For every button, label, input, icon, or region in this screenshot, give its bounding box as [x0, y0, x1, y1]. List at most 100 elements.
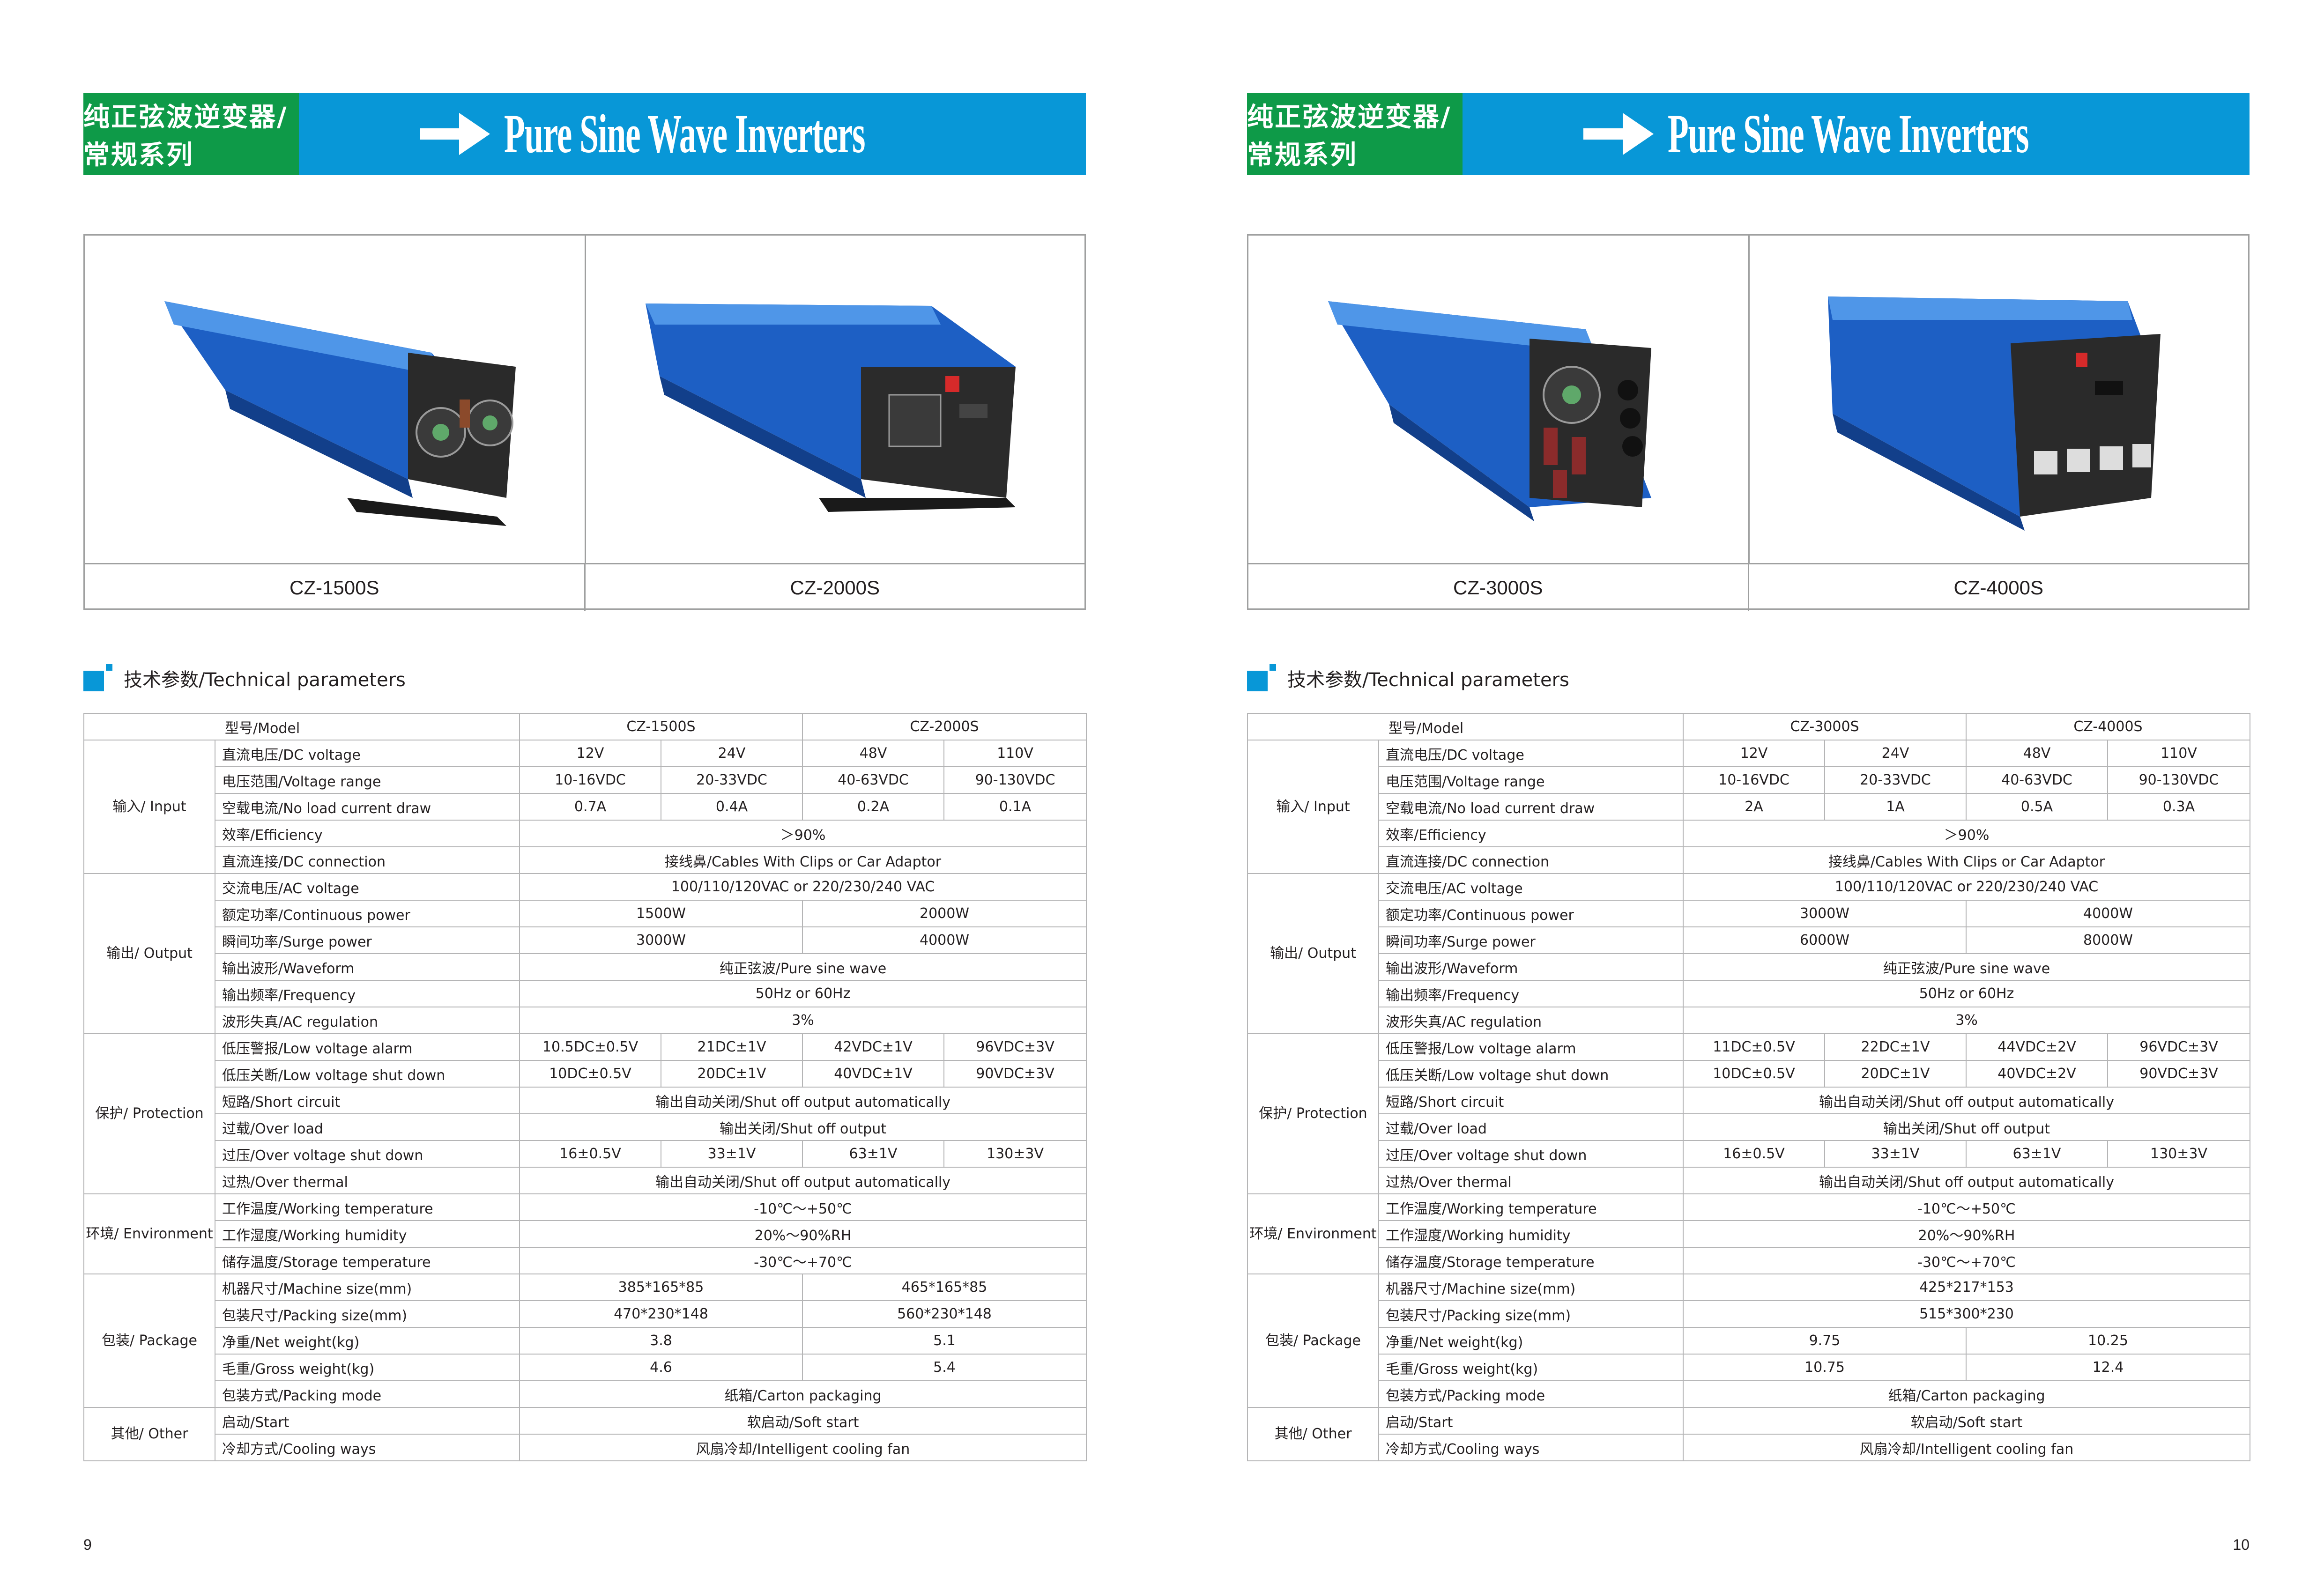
table-row: 输入/ Input 直流电压/DC voltage 12V 24V 48V 11… [1247, 740, 2250, 874]
cell: 100/110/120VAC or 220/230/240 VAC [519, 873, 1087, 901]
param-label: 毛重/Gross weight(kg) [215, 1354, 520, 1381]
param-label: 毛重/Gross weight(kg) [1378, 1354, 1684, 1381]
group-output: 输出/ Output [83, 873, 215, 1034]
param-label: 低压关断/Low voltage shut down [215, 1060, 520, 1088]
table-row: 短路/Short circuit 输出自动关闭/Shut off output … [84, 1087, 1087, 1114]
cell: 软启动/Soft start [1683, 1407, 2250, 1435]
cell: 0.3A [2107, 793, 2250, 821]
technical-parameters-table: 型号/Model CZ-1500S CZ-2000S 输入/ Input 直流电… [83, 713, 1087, 1461]
cell: 110V [943, 740, 1087, 767]
cell: 22DC±1V [1824, 1033, 1967, 1061]
param-label: 直流连接/DC connection [1378, 846, 1684, 874]
cell: 48V [802, 740, 944, 767]
param-label: 输出频率/Frequency [215, 980, 520, 1007]
param-label: 净重/Net weight(kg) [215, 1327, 520, 1355]
cell: 96VDC±3V [943, 1033, 1087, 1061]
cell: 输出关闭/Shut off output [519, 1113, 1087, 1141]
param-label: 过载/Over load [215, 1113, 520, 1141]
param-label: 包装尺寸/Packing size(mm) [1378, 1300, 1684, 1328]
cell: 48V [1966, 740, 2108, 767]
cell: 10-16VDC [1683, 766, 1825, 794]
group-protection: 保护/ Protection [1247, 1033, 1379, 1194]
table-row: 输出频率/Frequency 50Hz or 60Hz [84, 980, 1087, 1007]
cell: 纯正弦波/Pure sine wave [1683, 953, 2250, 981]
page-number: 9 [83, 1536, 92, 1553]
cell: 385*165*85 [519, 1273, 803, 1301]
param-label: 直流电压/DC voltage [215, 740, 520, 767]
cell: 3% [1683, 1007, 2250, 1034]
param-label: 启动/Start [215, 1407, 520, 1435]
group-output: 输出/ Output [1247, 873, 1379, 1034]
table-row: 毛重/Gross weight(kg) 4.6 5.4 [84, 1354, 1087, 1381]
banner-english-title: Pure Sine Wave Inverters [1667, 103, 2029, 164]
cell: -30℃～+70℃ [1683, 1247, 2250, 1274]
model-label: CZ-4000S [1953, 577, 2043, 599]
section-heading-text: 技术参数/Technical parameters [1287, 669, 1569, 691]
cell: 50Hz or 60Hz [519, 980, 1087, 1007]
cell: 33±1V [1824, 1140, 1967, 1168]
group-protection: 保护/ Protection [83, 1033, 215, 1194]
table-row: 输出波形/Waveform 纯正弦波/Pure sine wave [1247, 953, 2250, 981]
table-row: 瞬间功率/Surge power 6000W 8000W [1247, 926, 2250, 954]
cell: 0.5A [1966, 793, 2108, 821]
page-number: 10 [2233, 1536, 2250, 1553]
param-label: 包装尺寸/Packing size(mm) [215, 1300, 520, 1328]
param-label: 瞬间功率/Surge power [1378, 926, 1684, 954]
table-row: 包装/ Package 机器尺寸/Machine size(mm) 385*16… [83, 1273, 1087, 1408]
table-row: 直流连接/DC connection 接线鼻/Cables With Clips… [84, 846, 1087, 874]
param-label: 储存温度/Storage temperature [215, 1247, 520, 1274]
table-row: 毛重/Gross weight(kg) 10.75 12.4 [1247, 1354, 2250, 1381]
cell: 90-130VDC [2107, 766, 2250, 794]
param-label: 输出波形/Waveform [215, 953, 520, 981]
cell: 16±0.5V [1683, 1140, 1825, 1168]
cell: 470*230*148 [519, 1300, 803, 1328]
param-label: 额定功率/Continuous power [1378, 900, 1684, 927]
table-row: 保护/ Protection 低压警报/Low voltage alarm 11… [1247, 1033, 2250, 1194]
table-row: 冷却方式/Cooling ways 风扇冷却/Intelligent cooli… [1247, 1434, 2250, 1461]
table-row: 储存温度/Storage temperature -30℃～+70℃ [84, 1247, 1087, 1274]
cell: 接线鼻/Cables With Clips or Car Adaptor [1683, 846, 2250, 874]
param-label: 短路/Short circuit [1378, 1087, 1684, 1114]
cell: 输出自动关闭/Shut off output automatically [519, 1167, 1087, 1194]
table-row: 净重/Net weight(kg) 9.75 10.25 [1247, 1327, 2250, 1355]
banner-english-title: Pure Sine Wave Inverters [504, 103, 865, 164]
cell: 16±0.5V [519, 1140, 661, 1168]
cell: 20DC±1V [1824, 1060, 1967, 1088]
table-row: 额定功率/Continuous power 1500W 2000W [84, 900, 1087, 927]
model-name: CZ-1500S [519, 713, 803, 740]
param-label: 工作温度/Working temperature [215, 1193, 520, 1221]
table-row: 环境/ Environment 工作温度/Working temperature… [1247, 1193, 2250, 1274]
group-package: 包装/ Package [83, 1273, 215, 1408]
param-label: 低压警报/Low voltage alarm [215, 1033, 520, 1061]
table-row: 额定功率/Continuous power 3000W 4000W [1247, 900, 2250, 927]
cell: 8000W [1966, 926, 2250, 954]
table-row: 包装方式/Packing mode 纸箱/Carton packaging [84, 1380, 1087, 1408]
param-label: 工作温度/Working temperature [1378, 1193, 1684, 1221]
group-environment: 环境/ Environment [1247, 1193, 1379, 1274]
param-label: 交流电压/AC voltage [1378, 873, 1684, 901]
table-row: 空载电流/No load current draw 2A 1A 0.5A 0.3… [1247, 793, 2250, 821]
table-row: 电压范围/Voltage range 10-16VDC 20-33VDC 40-… [84, 766, 1087, 794]
banner-chinese-title: 纯正弦波逆变器/常规系列 [83, 93, 299, 175]
cell: 12V [519, 740, 661, 767]
cell: 4000W [802, 926, 1087, 954]
cell: 44VDC±2V [1966, 1033, 2108, 1061]
table-row: 型号/Model CZ-1500S CZ-2000S [83, 713, 1087, 740]
group-package: 包装/ Package [1247, 1273, 1379, 1408]
inverter-image [1328, 301, 1651, 521]
param-label: 过压/Over voltage shut down [215, 1140, 520, 1168]
model-name: CZ-4000S [1966, 713, 2250, 740]
param-label: 直流电压/DC voltage [1378, 740, 1684, 767]
cell: 96VDC±3V [2107, 1033, 2250, 1061]
product-photo-cz-2000s [585, 236, 1084, 563]
table-row: 包装尺寸/Packing size(mm) 470*230*148 560*23… [84, 1300, 1087, 1328]
table-row: 过载/Over load 输出关闭/Shut off output [84, 1113, 1087, 1141]
param-label: 过载/Over load [1378, 1113, 1684, 1141]
param-label: 冷却方式/Cooling ways [1378, 1434, 1684, 1461]
table-row: 直流连接/DC connection 接线鼻/Cables With Clips… [1247, 846, 2250, 874]
param-label: 过压/Over voltage shut down [1378, 1140, 1684, 1168]
table-row: 输出/ Output 交流电压/AC voltage 100/110/120VA… [1247, 873, 2250, 1034]
cell: 纸箱/Carton packaging [1683, 1380, 2250, 1408]
cell: 0.2A [802, 793, 944, 821]
table-row: 低压关断/Low voltage shut down 10DC±0.5V 20D… [1247, 1060, 2250, 1088]
